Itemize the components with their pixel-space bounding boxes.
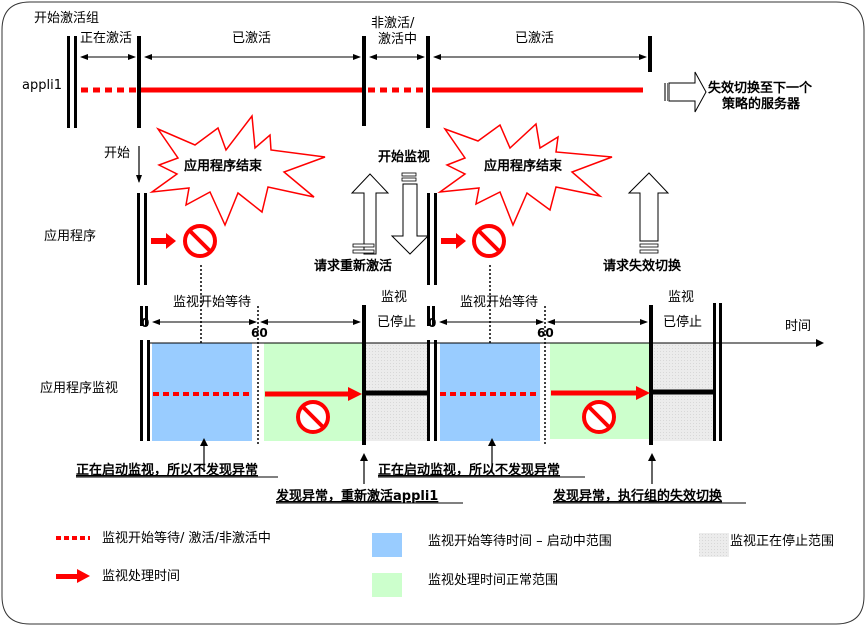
monitor-start-arrow-icon — [390, 172, 430, 255]
row-label-group: appli1 — [22, 78, 62, 93]
app-red-arrow-1 — [151, 233, 176, 249]
legend-dotted-label: 监视开始等待/ 激活/非激活中 — [102, 530, 271, 546]
phase-label-deactivating-2: 激活中 — [378, 32, 417, 47]
request-failover-arrow-icon — [627, 172, 670, 254]
monitor-wait-label-1: 监视开始等待 — [173, 294, 251, 310]
prohibited-icon — [183, 224, 217, 258]
app-bar — [144, 193, 147, 285]
app-end-burst-icon — [437, 122, 613, 227]
phase-label-deactivating-1: 非激活/ — [371, 16, 415, 31]
tick-zero-2: 0 — [428, 316, 436, 330]
app-start-label: 开始 — [104, 146, 130, 161]
prohibited-icon — [472, 224, 506, 258]
monitor-wait-label-2: 监视开始等待 — [460, 294, 538, 310]
group-start-bar-1 — [67, 36, 70, 128]
phase-label-activated-1: 已激活 — [232, 31, 271, 46]
monitor-stop-bar — [649, 305, 653, 445]
request-reactivate-arrow-icon — [350, 173, 390, 255]
row-label-app: 应用程序 — [44, 228, 96, 244]
request-failover-label: 请求失效切换 — [603, 258, 682, 274]
monitor-stopped-label-2b: 已停止 — [663, 314, 702, 330]
phase-bar — [137, 36, 141, 128]
monitor-stopped-label-1a: 监视 — [381, 290, 407, 305]
phase-bar — [648, 36, 652, 72]
monitor-tick-bar — [427, 306, 430, 326]
monitor-tick-bar — [145, 306, 148, 326]
monitor-stopped-label-1b: 已停止 — [377, 314, 416, 330]
legend-gray-swatch — [699, 533, 729, 557]
app-end-label-2: 应用程序结束 — [484, 158, 563, 174]
phase-label-activating: 正在激活 — [80, 31, 132, 46]
legend-green-swatch — [372, 573, 402, 597]
monitor-stopped-label-2a: 监视 — [668, 290, 694, 305]
phase-bar — [426, 36, 430, 128]
row-label-monitor: 应用程序监视 — [40, 380, 118, 396]
legend: 监视开始等待/ 激活/非激活中 监视处理时间 监视开始等待时间 – 启动中范围 … — [56, 530, 834, 597]
monitor-bar — [147, 340, 150, 441]
app-end-label-1: 应用程序结束 — [184, 158, 263, 174]
monitor-bar — [140, 340, 143, 441]
failover-note-line2: 策略的服务器 — [722, 96, 801, 112]
phase-bar — [362, 36, 366, 126]
request-reactivate-label: 请求重新激活 — [314, 258, 392, 274]
legend-blue-swatch — [372, 533, 402, 557]
failover-arrow-icon — [664, 71, 707, 113]
monitor-stop-bar — [362, 305, 366, 445]
app-bar — [427, 193, 430, 285]
legend-blue-label: 监视开始等待时间 – 启动中范围 — [428, 533, 612, 549]
group-start-bar-2 — [74, 36, 77, 128]
prohibited-icon — [296, 400, 330, 434]
legend-gray-label: 监视正在停止范围 — [730, 533, 834, 549]
annotation-no-error-1: 正在启动监视，所以不发现异常 — [76, 462, 258, 478]
tick-sixty-1: 60 — [251, 326, 268, 340]
tick-sixty-2: 60 — [537, 326, 554, 340]
time-axis-label: 时间 — [785, 319, 811, 334]
app-bar — [137, 193, 140, 285]
legend-arrow-swatch — [56, 574, 78, 579]
failover-note-line1: 失效切换至下一个 — [708, 80, 813, 96]
app-end-burst-icon — [149, 114, 326, 227]
prohibited-icon — [582, 400, 616, 434]
monitor-end-bar — [719, 303, 722, 441]
monitor-bar — [434, 340, 437, 441]
legend-green-label: 监视处理时间正常范围 — [428, 573, 558, 588]
tick-zero-1: 0 — [141, 316, 149, 330]
monitor-tick-bar — [432, 306, 435, 326]
app-red-arrow-2 — [441, 233, 466, 249]
title-label: 开始激活组 — [34, 11, 99, 26]
monitor-end-bar — [713, 303, 716, 441]
monitor-bar — [427, 340, 430, 441]
app-bar — [434, 193, 437, 285]
monitor-start-label: 开始监视 — [378, 149, 430, 165]
legend-arrow-label: 监视处理时间 — [102, 569, 180, 584]
annotation-error-failover: 发现异常，执行组的失效切换 — [552, 488, 723, 504]
annotation-error-reactivate: 发现异常，重新激活appli1 — [275, 488, 438, 504]
phase-label-activated-2: 已激活 — [515, 31, 554, 46]
annotation-no-error-2: 正在启动监视，所以不发现异常 — [378, 462, 560, 478]
monitor-tick-bar — [140, 306, 143, 326]
